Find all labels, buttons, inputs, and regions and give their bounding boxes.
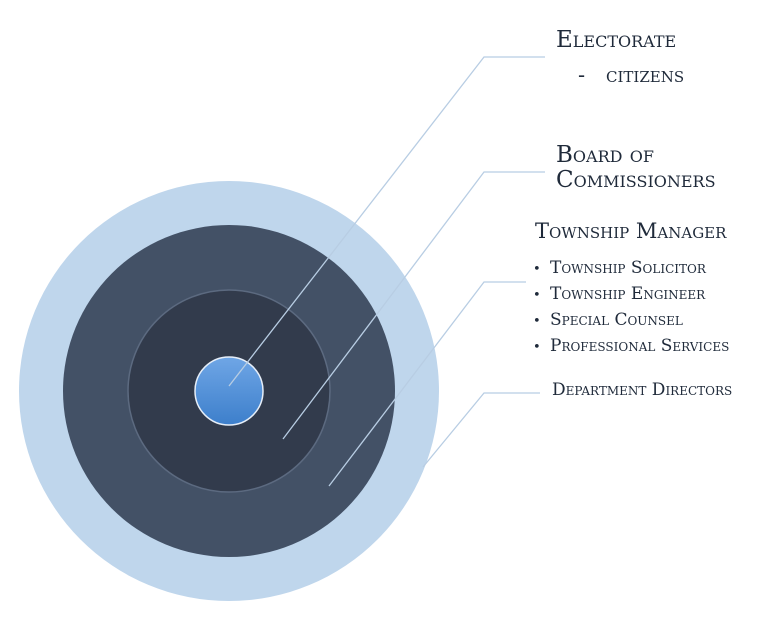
leader-line-electorate [228,56,545,387]
board-line-2: Commissioners [556,167,716,194]
electorate-sub-label: -citizens [578,63,685,87]
board-label: Board of Commissioners [556,142,716,194]
list-item-text: Special Counsel [550,310,683,330]
bullet-icon: • [533,340,541,355]
leader-line-directors [422,392,540,468]
bullet-icon: • [533,314,541,329]
citizens-text: citizens [606,63,685,87]
bullet-icon: • [533,288,541,303]
list-item-text: Professional Services [550,336,730,356]
manager-label: Township Manager [535,219,727,243]
leader-line-board [282,171,545,440]
directors-label: Department Directors [552,380,733,400]
leader-line-manager [328,281,526,487]
core-circle-directors [194,356,264,426]
manager-items-list: • Township Solicitor • Township Engineer •… [533,256,729,360]
electorate-dash: - [578,63,586,87]
list-item: • Special Counsel [533,308,729,334]
list-item-text: Township Engineer [550,284,706,304]
electorate-label: Electorate [556,27,677,53]
list-item: • Township Solicitor [533,256,729,282]
list-item: • Professional Services [533,334,729,360]
list-item: • Township Engineer [533,282,729,308]
list-item-text: Township Solicitor [550,258,706,278]
board-line-1: Board of [556,142,654,168]
bullet-icon: • [533,262,541,277]
